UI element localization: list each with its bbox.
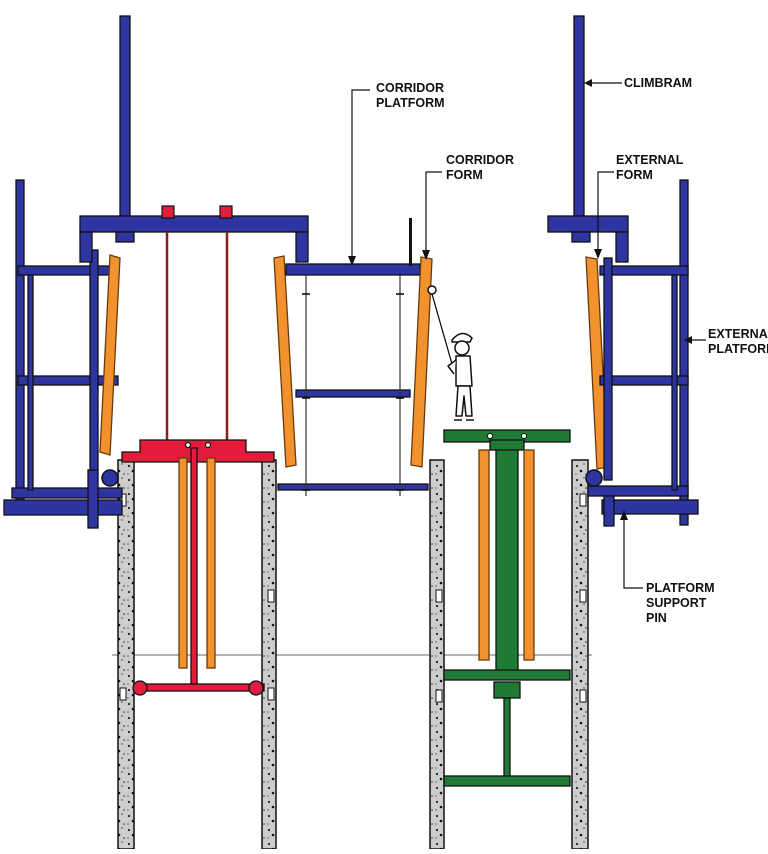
platform-support-pin-label-line-3: PIN [646,611,667,625]
worker-figure [447,332,474,421]
top-jacks [161,205,233,219]
left-climbram-frame [79,15,309,263]
left-wall-forms [99,254,297,468]
corridor-platform-label-line-2: PLATFORM [376,96,445,110]
wall-right-inner [429,459,445,850]
external-form-label-line-2: FORM [616,168,653,182]
corridor-pulley [427,285,437,295]
external-platform-label-line-2: PLATFORM [708,342,768,356]
right-external-platform [587,179,699,527]
wall-pin-holes [119,493,587,703]
external-form-label-line-1: EXTERNAL [616,153,684,167]
wall-left-inner [261,459,277,850]
climbram-label-line-1: CLIMBRAM [624,76,692,90]
right-platform-support-pin [585,469,603,487]
platform-support-pin-label-line-2: SUPPORT [646,596,707,610]
corridor-form [410,256,433,468]
external-platform-label-line-1: EXTERNAL [708,327,768,341]
left-platform-support-pin [101,469,119,487]
concrete-walls [117,459,589,850]
green-pin-left [487,433,493,439]
left-external-platform [3,179,123,529]
left-core-forms [178,457,216,669]
leader-arrowheads [348,79,692,520]
corridor-hanger-ticks [302,293,404,491]
wall-right-outer [571,459,589,850]
external-platform-label: EXTERNALPLATFORM [708,327,768,356]
corridor-platform [277,263,429,491]
corridor-rail [409,218,412,266]
right-core-forms [478,449,535,661]
core-hangers [165,232,229,440]
right-climbram-frame [547,15,629,263]
right-core-formwork [443,429,571,787]
corridor-platform-label-line-1: CORRIDOR [376,81,444,95]
green-pin-right [521,433,527,439]
wall-left-outer [117,459,135,850]
corridor-form-label-line-2: FORM [446,168,483,182]
left-core-formwork [121,439,275,696]
climbram-label: CLIMBRAM [624,76,692,90]
corridor-hangers [305,275,401,496]
corridor-form-label-line-1: CORRIDOR [446,153,514,167]
platform-support-pin-label-line-1: PLATFORM [646,581,715,595]
pull-rope [431,293,453,365]
